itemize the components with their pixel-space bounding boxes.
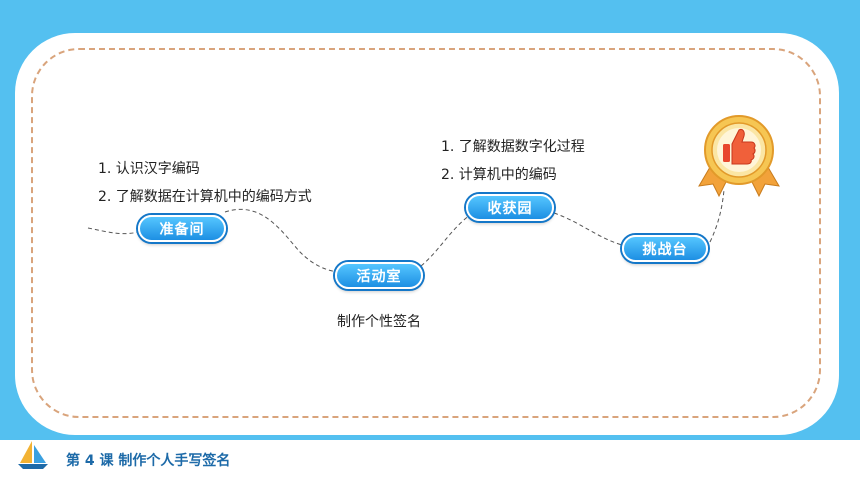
stage-button-challenge[interactable]: 挑战台	[622, 235, 708, 262]
stage-button-prepare[interactable]: 准备间	[138, 215, 226, 242]
stage-1-item-1: 1. 认识汉字编码	[98, 161, 200, 177]
stage-button-harvest[interactable]: 收获园	[466, 194, 554, 221]
stage-2-item-1: 制作个性签名	[337, 314, 421, 330]
stage-1-item-2: 2. 了解数据在计算机中的编码方式	[98, 189, 312, 205]
footer-bar	[0, 440, 860, 484]
stage-3-item-2: 2. 计算机中的编码	[441, 167, 557, 183]
stage-button-activity[interactable]: 活动室	[335, 262, 423, 289]
dashed-border	[31, 48, 821, 418]
sailboat-icon	[18, 441, 48, 469]
lesson-title: 第 4 课 制作个人手写签名	[66, 453, 231, 469]
stage-3-item-1: 1. 了解数据数字化过程	[441, 139, 585, 155]
thumbs-up-medal-icon	[698, 115, 780, 198]
